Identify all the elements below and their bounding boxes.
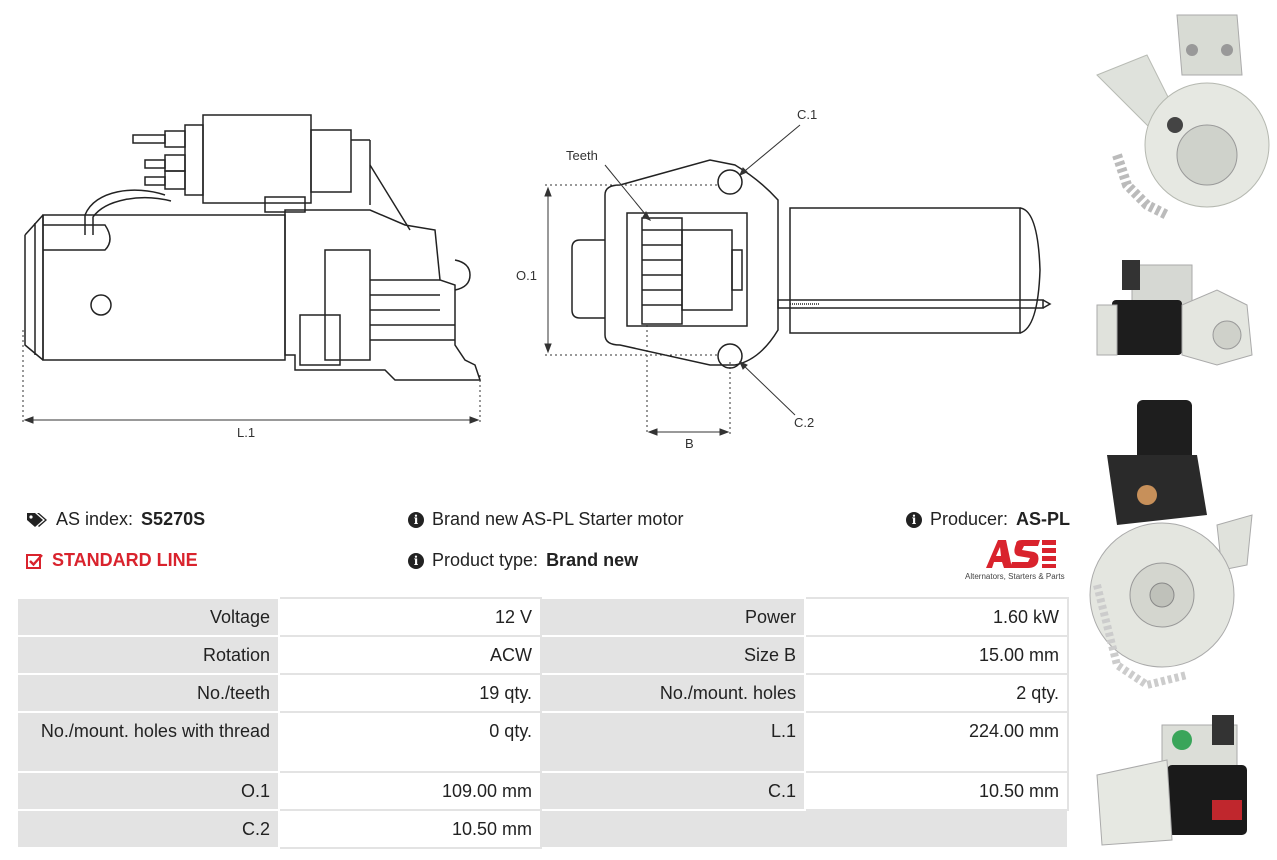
as-index-label: AS index:	[56, 509, 134, 529]
as-logo: Alternators, Starters & Parts	[960, 538, 1070, 583]
label-o1: O.1	[516, 268, 537, 283]
label-c2: C.2	[794, 415, 814, 430]
description-text: Brand new AS-PL Starter motor	[432, 509, 684, 529]
label-c1: C.1	[797, 107, 817, 122]
spec-value: 1.60 kW	[804, 597, 1069, 637]
as-index-value: S5270S	[141, 509, 206, 529]
product-type-value: Brand new	[546, 550, 639, 570]
spec-value: 109.00 mm	[278, 771, 542, 811]
spec-label: C.1	[540, 771, 806, 811]
info-icon: i	[408, 511, 424, 528]
spec-label: O.1	[16, 771, 280, 811]
spec-value: 19 qty.	[278, 673, 542, 713]
spec-value: 0 qty.	[278, 711, 542, 773]
spec-value: ACW	[278, 635, 542, 675]
producer-label: Producer:	[930, 509, 1009, 529]
info-icon: i	[408, 552, 424, 569]
label-b: B	[685, 436, 694, 451]
checkbox-checked-icon	[26, 553, 43, 569]
product-type: i Product type: Brand new	[408, 550, 638, 571]
spec-label: C.2	[16, 809, 280, 849]
line-badge: STANDARD LINE	[26, 550, 198, 571]
spec-label: Voltage	[16, 597, 280, 637]
spec-label: Power	[540, 597, 806, 637]
spec-label: L.1	[540, 711, 806, 773]
spec-value: 10.50 mm	[804, 771, 1069, 811]
line-label: STANDARD LINE	[52, 550, 198, 570]
spec-value: 15.00 mm	[804, 635, 1069, 675]
info-icon: i	[906, 511, 922, 528]
side-view-drawing: L.1	[22, 114, 482, 440]
product-description: i Brand new AS-PL Starter motor	[408, 509, 683, 530]
product-photo-1[interactable]	[1087, 5, 1277, 245]
as-index: AS index: S5270S	[26, 509, 205, 530]
spec-label: No./mount. holes	[540, 673, 806, 713]
product-photo-3[interactable]	[1087, 395, 1277, 705]
spec-value: 10.50 mm	[278, 809, 542, 849]
logo-tagline: Alternators, Starters & Parts	[965, 572, 1065, 581]
spec-label: Size B	[540, 635, 806, 675]
tags-icon	[27, 512, 47, 527]
spec-value: 224.00 mm	[804, 711, 1069, 773]
spec-label: No./teeth	[16, 673, 280, 713]
spec-value: 12 V	[278, 597, 542, 637]
label-teeth: Teeth	[566, 148, 598, 163]
product-photo-2[interactable]	[1087, 245, 1277, 380]
product-photo-4[interactable]	[1087, 705, 1277, 855]
as-logo-mark	[986, 540, 1056, 568]
product-type-label: Product type:	[432, 550, 539, 570]
dimension-label-l1: L.1	[237, 425, 255, 440]
producer-value: AS-PL	[1016, 509, 1071, 529]
producer: i Producer: AS-PL	[906, 509, 1070, 530]
spec-label: No./mount. holes with thread	[16, 711, 280, 773]
front-view-drawing: Teeth C.1 C.2 O.1 B	[516, 107, 1052, 451]
spec-value: 2 qty.	[804, 673, 1069, 713]
spec-empty-cell	[540, 809, 1069, 849]
spec-label: Rotation	[16, 635, 280, 675]
